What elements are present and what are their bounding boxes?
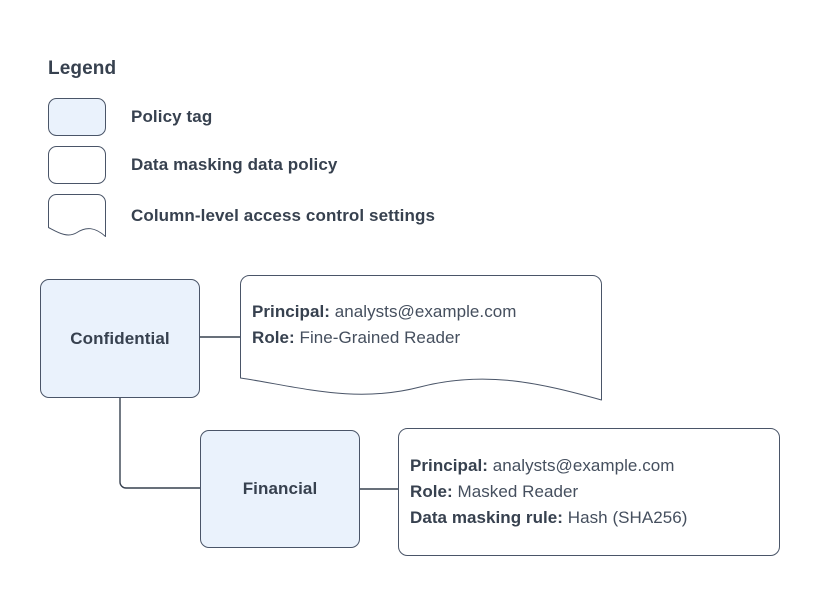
callout-line: Role: Masked Reader: [410, 479, 688, 505]
callout-line-value: Masked Reader: [452, 482, 579, 501]
legend-label-column-access-settings: Column-level access control settings: [131, 206, 436, 225]
callout-financial-shape-icon: [398, 428, 780, 556]
callout-line: Principal: analysts@example.com: [252, 299, 516, 325]
callout-line-value: Fine-Grained Reader: [294, 328, 461, 347]
callout-financial-text: Principal: analysts@example.com Role: Ma…: [410, 453, 688, 531]
callout-line-key: Data masking rule:: [410, 508, 564, 527]
node-confidential[interactable]: Confidential: [40, 279, 200, 398]
callout-line-value: Hash (SHA256): [563, 508, 688, 527]
legend-item-data-masking-policy: Data masking data policy: [48, 146, 668, 184]
legend: Legend Policy tag Data masking data poli…: [48, 58, 668, 237]
legend-label-data-masking-policy: Data masking data policy: [131, 155, 338, 174]
callout-confidential-shape-icon: [240, 275, 602, 401]
callout-line-key: Principal:: [252, 302, 330, 321]
callout-line-key: Role:: [410, 482, 453, 501]
callout-financial[interactable]: Principal: analysts@example.com Role: Ma…: [398, 428, 780, 556]
callout-line-key: Principal:: [410, 456, 488, 475]
policy-tag-swatch-icon: [48, 98, 106, 136]
legend-title: Legend: [48, 58, 117, 79]
node-financial-label: Financial: [242, 479, 318, 498]
legend-item-policy-tag: Policy tag: [48, 98, 668, 136]
legend-item-column-access-settings: Column-level access control settings: [48, 194, 668, 238]
column-access-settings-swatch-icon: [48, 194, 106, 238]
callout-line: Data masking rule: Hash (SHA256): [410, 505, 688, 531]
callout-line: Principal: analysts@example.com: [410, 453, 688, 479]
data-masking-policy-swatch-icon: [48, 146, 106, 184]
callout-confidential[interactable]: Principal: analysts@example.com Role: Fi…: [240, 275, 602, 401]
node-financial[interactable]: Financial: [200, 430, 360, 548]
callout-line: Role: Fine-Grained Reader: [252, 325, 516, 351]
legend-label-policy-tag: Policy tag: [131, 107, 213, 126]
connector-confidential-to-financial: [119, 398, 200, 489]
callout-line-value: analysts@example.com: [487, 456, 675, 475]
callout-confidential-text: Principal: analysts@example.com Role: Fi…: [252, 299, 516, 351]
callout-line-key: Role:: [252, 328, 295, 347]
callout-line-value: analysts@example.com: [329, 302, 517, 321]
node-confidential-label: Confidential: [70, 328, 170, 348]
